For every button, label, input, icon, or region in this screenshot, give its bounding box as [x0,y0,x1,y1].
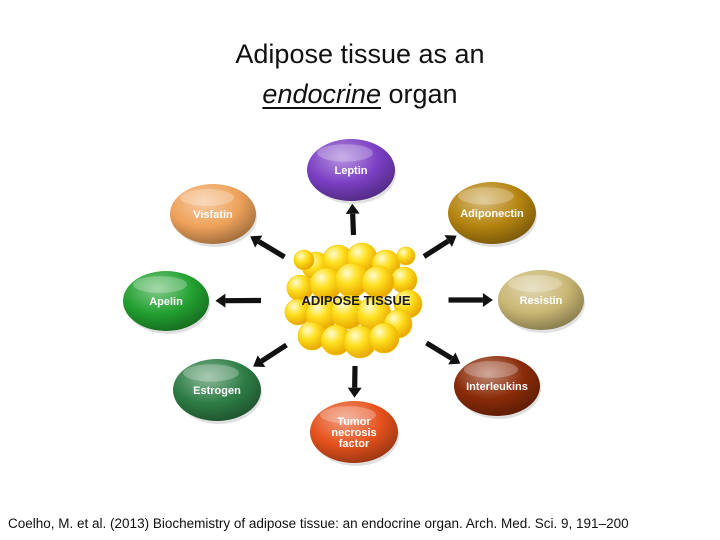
citation: Coelho, M. et al. (2013) Biochemistry of… [8,516,629,531]
node-resistin: Resistin [498,270,585,333]
node-label-estrogen: Estrogen [193,385,241,397]
node-highlight [180,189,234,206]
node-highlight [317,144,373,162]
arrow-to-apelin [215,293,262,308]
node-highlight [464,361,518,378]
arrow-to-adiponectin [422,235,457,259]
node-apelin: Apelin [123,271,210,334]
title-emphasis: endocrine [262,79,382,109]
arrow-to-resistin [448,293,493,307]
node-label-interleukins: Interleukins [466,381,528,393]
node-circle [123,271,209,331]
arrow-to-visfatin [250,235,286,260]
node-circle [307,139,395,201]
node-label-tnf: Tumor [337,416,371,428]
fat-cell [396,246,416,266]
node-estrogen: Estrogen [173,359,262,424]
node-label-visfatin: Visfatin [193,209,233,221]
fat-cell [293,249,315,271]
arrow-to-estrogen [253,342,288,368]
node-circle [170,184,256,244]
node-label-tnf: factor [339,438,370,450]
arrow-to-interleukins [425,340,461,365]
node-label-apelin: Apelin [149,296,183,308]
node-visfatin: Visfatin [170,184,257,247]
node-highlight [320,406,376,424]
arrows-layer [215,203,493,398]
node-interleukins: Interleukins [454,356,541,419]
fat-cell [390,266,418,294]
adipose-tissue-cluster [284,242,423,359]
node-label-resistin: Resistin [520,295,563,307]
node-highlight [183,364,239,382]
node-highlight [458,187,514,205]
node-circle [454,356,540,416]
fat-cell [368,322,400,354]
node-circle [310,401,398,463]
title-rest: organ [381,79,458,109]
arrow-to-tnf [347,365,362,398]
title-line-2: endocrine organ [0,75,720,113]
node-highlight [133,276,187,293]
node-label-adiponectin: Adiponectin [460,208,524,220]
node-circle [173,359,261,421]
node-circle [448,182,536,244]
node-label-leptin: Leptin [335,165,368,177]
arrow-to-leptin [345,203,360,236]
nodes-layer: LeptinAdiponectinResistinInterleukinsTum… [123,139,585,466]
node-circle [498,270,584,330]
center-label: ADIPOSE TISSUE [301,293,410,308]
node-leptin: Leptin [307,139,396,204]
node-label-tnf: necrosis [331,427,376,439]
title-line-1: Adipose tissue as an [235,39,485,69]
node-highlight [508,275,562,292]
node-adiponectin: Adiponectin [448,182,537,247]
